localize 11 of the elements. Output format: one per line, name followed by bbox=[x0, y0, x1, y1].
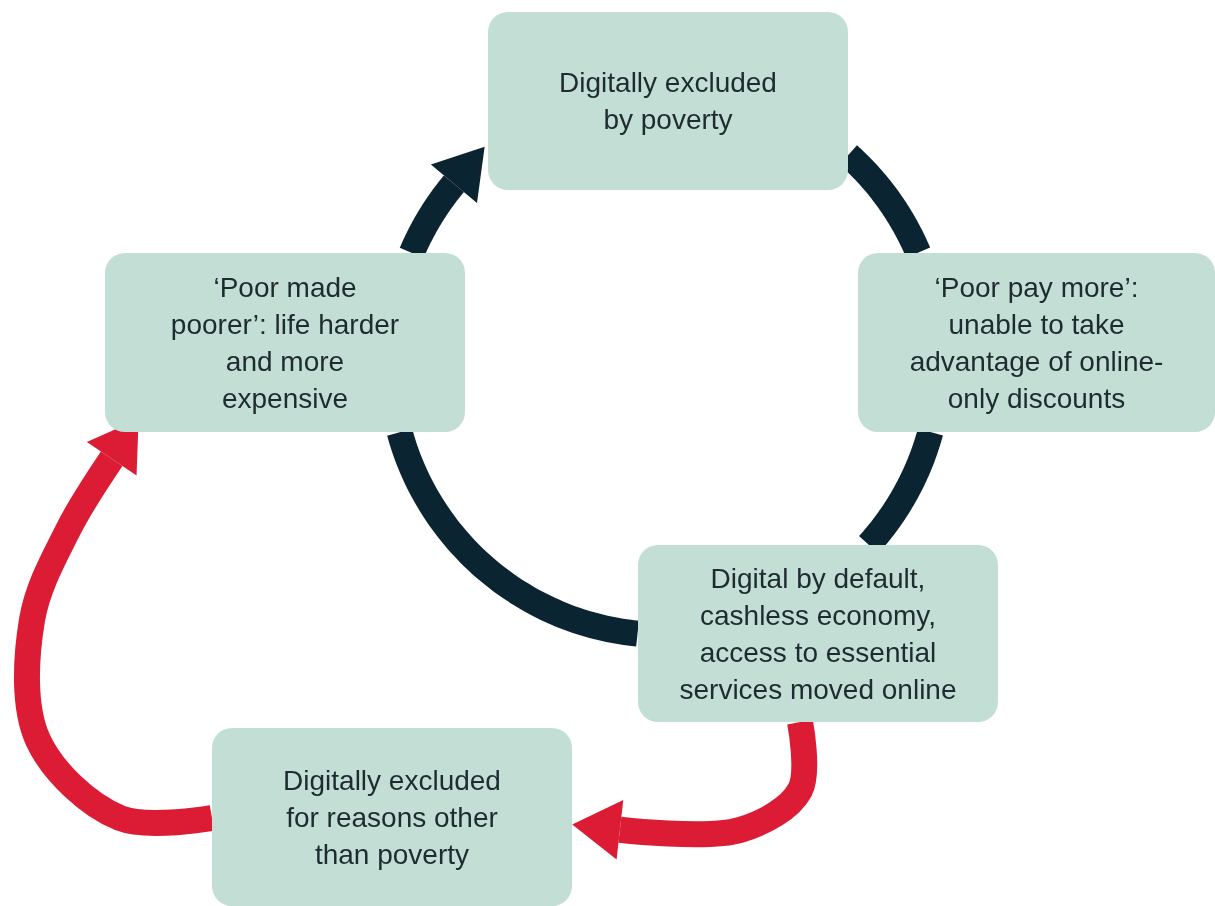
box-text: ‘Poor made poorer’: life harder and more expensive bbox=[169, 270, 401, 416]
box-text: ‘Poor pay more’: unable to take advantage of online-only discounts bbox=[908, 270, 1165, 416]
process-box bbox=[212, 728, 572, 906]
process-box bbox=[638, 545, 998, 722]
box-text: Digital by default, cashless economy, access to essential services moved online bbox=[678, 561, 958, 707]
process-box bbox=[105, 253, 465, 432]
process-box bbox=[488, 12, 848, 190]
arrow bbox=[572, 719, 818, 860]
box-text: Digitally excluded by poverty bbox=[558, 66, 778, 137]
box-text: Digitally excluded for reasons other than poverty bbox=[282, 763, 502, 872]
process-box bbox=[858, 253, 1215, 432]
